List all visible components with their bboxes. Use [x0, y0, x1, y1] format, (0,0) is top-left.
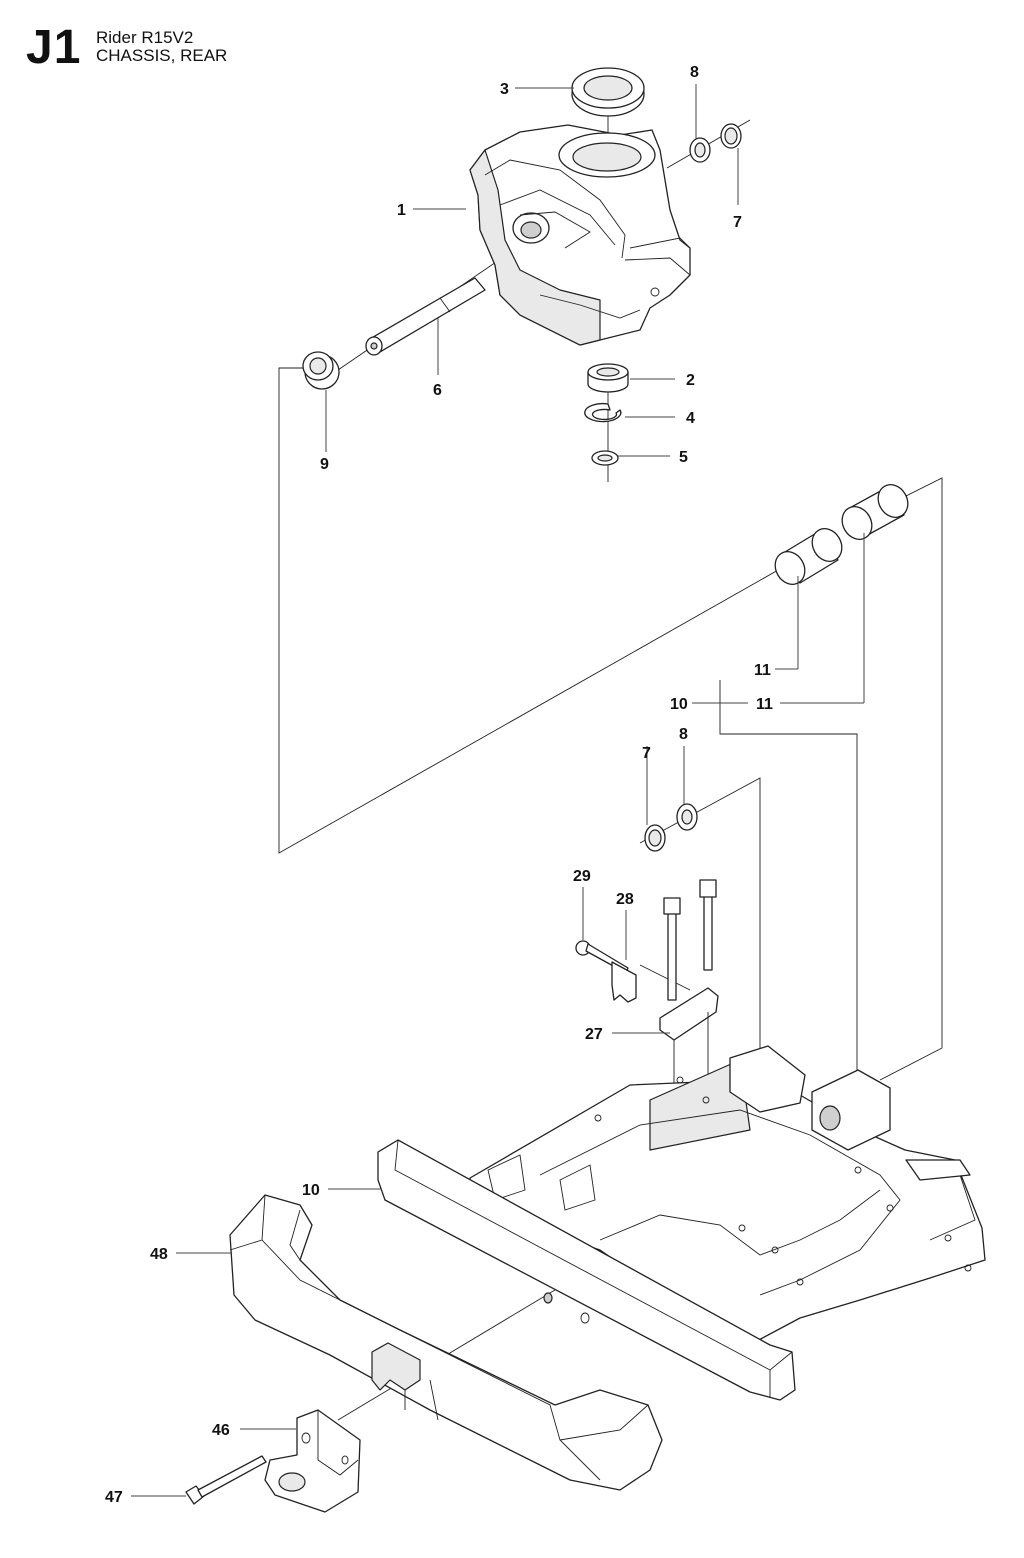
- section-name: CHASSIS, REAR: [96, 46, 228, 65]
- pin-part-6: [365, 277, 486, 356]
- callout-1: 1: [397, 202, 406, 219]
- callout-3: 3: [500, 81, 509, 98]
- callout-8-lower: 8: [679, 726, 688, 743]
- washer-part-8-lower: [676, 803, 698, 831]
- callout-7-upper: 7: [733, 214, 742, 231]
- chassis-frame: [469, 1045, 986, 1343]
- callout-28: 28: [616, 891, 634, 908]
- tow-bracket-part-46: [264, 1409, 361, 1513]
- callout-27: 27: [585, 1026, 603, 1043]
- washer-part-8-upper: [689, 137, 711, 163]
- spacer-sleeve-part-11-b: [841, 484, 909, 540]
- callout-11-a: 11: [754, 662, 771, 679]
- washer-part-5: [591, 450, 619, 466]
- callout-47: 47: [105, 1489, 123, 1506]
- axle-housing: [469, 124, 691, 346]
- callout-9: 9: [320, 456, 329, 473]
- bushing-part-9: [302, 351, 340, 390]
- page-header: J1 Rider R15V2 CHASSIS, REAR: [0, 0, 400, 80]
- callout-46: 46: [212, 1422, 230, 1439]
- bearing-part-2: [587, 363, 629, 393]
- callout-7-lower: 7: [642, 745, 651, 762]
- spacer-sleeve-part-11-a: [774, 528, 843, 585]
- callout-29: 29: [573, 868, 591, 885]
- leader-lines: [131, 84, 865, 1497]
- callout-5: 5: [679, 449, 688, 466]
- rear-bumper-part-48: [229, 1194, 663, 1491]
- callout-8-upper: 8: [690, 64, 699, 81]
- bolt-part-47: [185, 1455, 267, 1505]
- callout-48: 48: [150, 1246, 168, 1263]
- circlip-part-7-upper: [720, 123, 742, 149]
- callout-11-b: 11: [756, 696, 773, 713]
- diagram-code: J1: [26, 21, 82, 74]
- callout-10-b: 10: [302, 1182, 320, 1199]
- callout-4: 4: [686, 410, 695, 427]
- callout-10-a: 10: [670, 696, 688, 713]
- model-name: Rider R15V2: [96, 28, 194, 47]
- bumper-bar-part-10: [377, 1139, 796, 1401]
- callout-2: 2: [686, 372, 695, 389]
- bolts: [663, 879, 717, 1001]
- retaining-ring-part-4: [584, 403, 622, 423]
- circlip-part-7-lower: [644, 824, 666, 852]
- callout-labels: 3 1 8 7 6 2 4 5 9 11 10 11 7 8 29 28 27 …: [105, 64, 773, 1506]
- seal-part-3: [571, 67, 645, 117]
- callout-6: 6: [433, 382, 442, 399]
- clip-part-28: [611, 961, 637, 1003]
